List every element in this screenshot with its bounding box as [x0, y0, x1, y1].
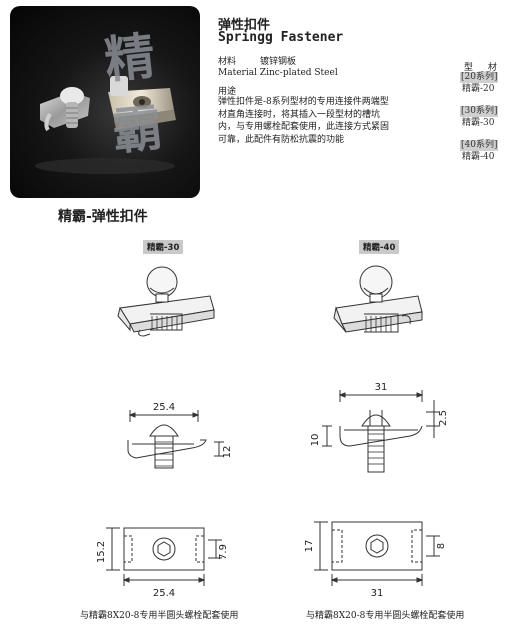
drawing-label-right: 精霸-40	[359, 240, 400, 254]
profile-item-30: [30系列] 精霸-30	[460, 106, 499, 129]
profiles-heading: 型 材	[464, 63, 503, 73]
dim-right-height-side: 10	[310, 434, 321, 447]
left-iso-view	[117, 266, 215, 337]
technical-drawings: 25.4 12 15.2 7.9 25.4 31 10 2.5 17 8 31	[96, 265, 449, 599]
dim-right-width-top: 31	[375, 382, 388, 393]
left-side-view	[127, 410, 224, 469]
product-title-cn: 弹性扣件	[218, 18, 271, 33]
right-side-view	[322, 390, 440, 473]
profile-model: 精霸-30	[462, 118, 495, 128]
material-value-cn: 镀锌钢板	[260, 57, 297, 67]
dim-left-height-side: 12	[222, 446, 233, 459]
dim-left-height-plan: 15.2	[96, 541, 107, 563]
right-plan-view	[314, 521, 440, 586]
product-title-en: Springg Fastener	[218, 30, 344, 45]
usage-text: 弹性扣件是-8系列型材的专用连接件两端型材直角连接时，将其插入一段型材的槽坑内，…	[218, 97, 390, 145]
drawing-label-left: 精霸-30	[143, 240, 184, 254]
photo-caption: 精霸-弹性扣件	[58, 209, 148, 225]
profile-item-40: [40系列] 精霸-40	[460, 140, 499, 163]
photo-watermark: 精霸	[101, 26, 168, 162]
material-label: 材料	[218, 57, 237, 67]
dim-left-width-bottom: 25.4	[153, 588, 175, 599]
profile-item-20: [20系列] 精霸-20	[460, 72, 499, 95]
material-value-en: Material Zinc-plated Steel	[218, 68, 338, 78]
dim-right-head: 2.5	[438, 410, 449, 426]
profile-model: 精霸-40	[462, 152, 495, 162]
profile-series-tag: [40系列]	[460, 140, 499, 151]
profile-model: 精霸-20	[462, 84, 495, 94]
dim-right-slot: 8	[436, 543, 447, 549]
right-iso-view	[333, 265, 423, 333]
dim-right-height-plan: 17	[304, 540, 315, 553]
material-row: 材料 镀锌钢板	[218, 54, 296, 67]
fastener-photo-illustration	[35, 76, 176, 174]
note-right: 与精霸8X20-8专用半圆头螺栓配套使用	[306, 611, 465, 621]
product-photo: 精霸	[10, 6, 200, 198]
note-left: 与精霸8X20-8专用半圆头螺栓配套使用	[80, 611, 239, 621]
dim-left-slot: 7.9	[218, 544, 229, 560]
dim-right-width-bottom: 31	[371, 588, 384, 599]
dim-left-width-top: 25.4	[153, 402, 175, 413]
usage-heading: 用途	[218, 87, 237, 97]
profile-series-tag: [30系列]	[460, 106, 499, 117]
left-plan-view	[106, 527, 222, 586]
profile-series-tag: [20系列]	[460, 72, 499, 83]
